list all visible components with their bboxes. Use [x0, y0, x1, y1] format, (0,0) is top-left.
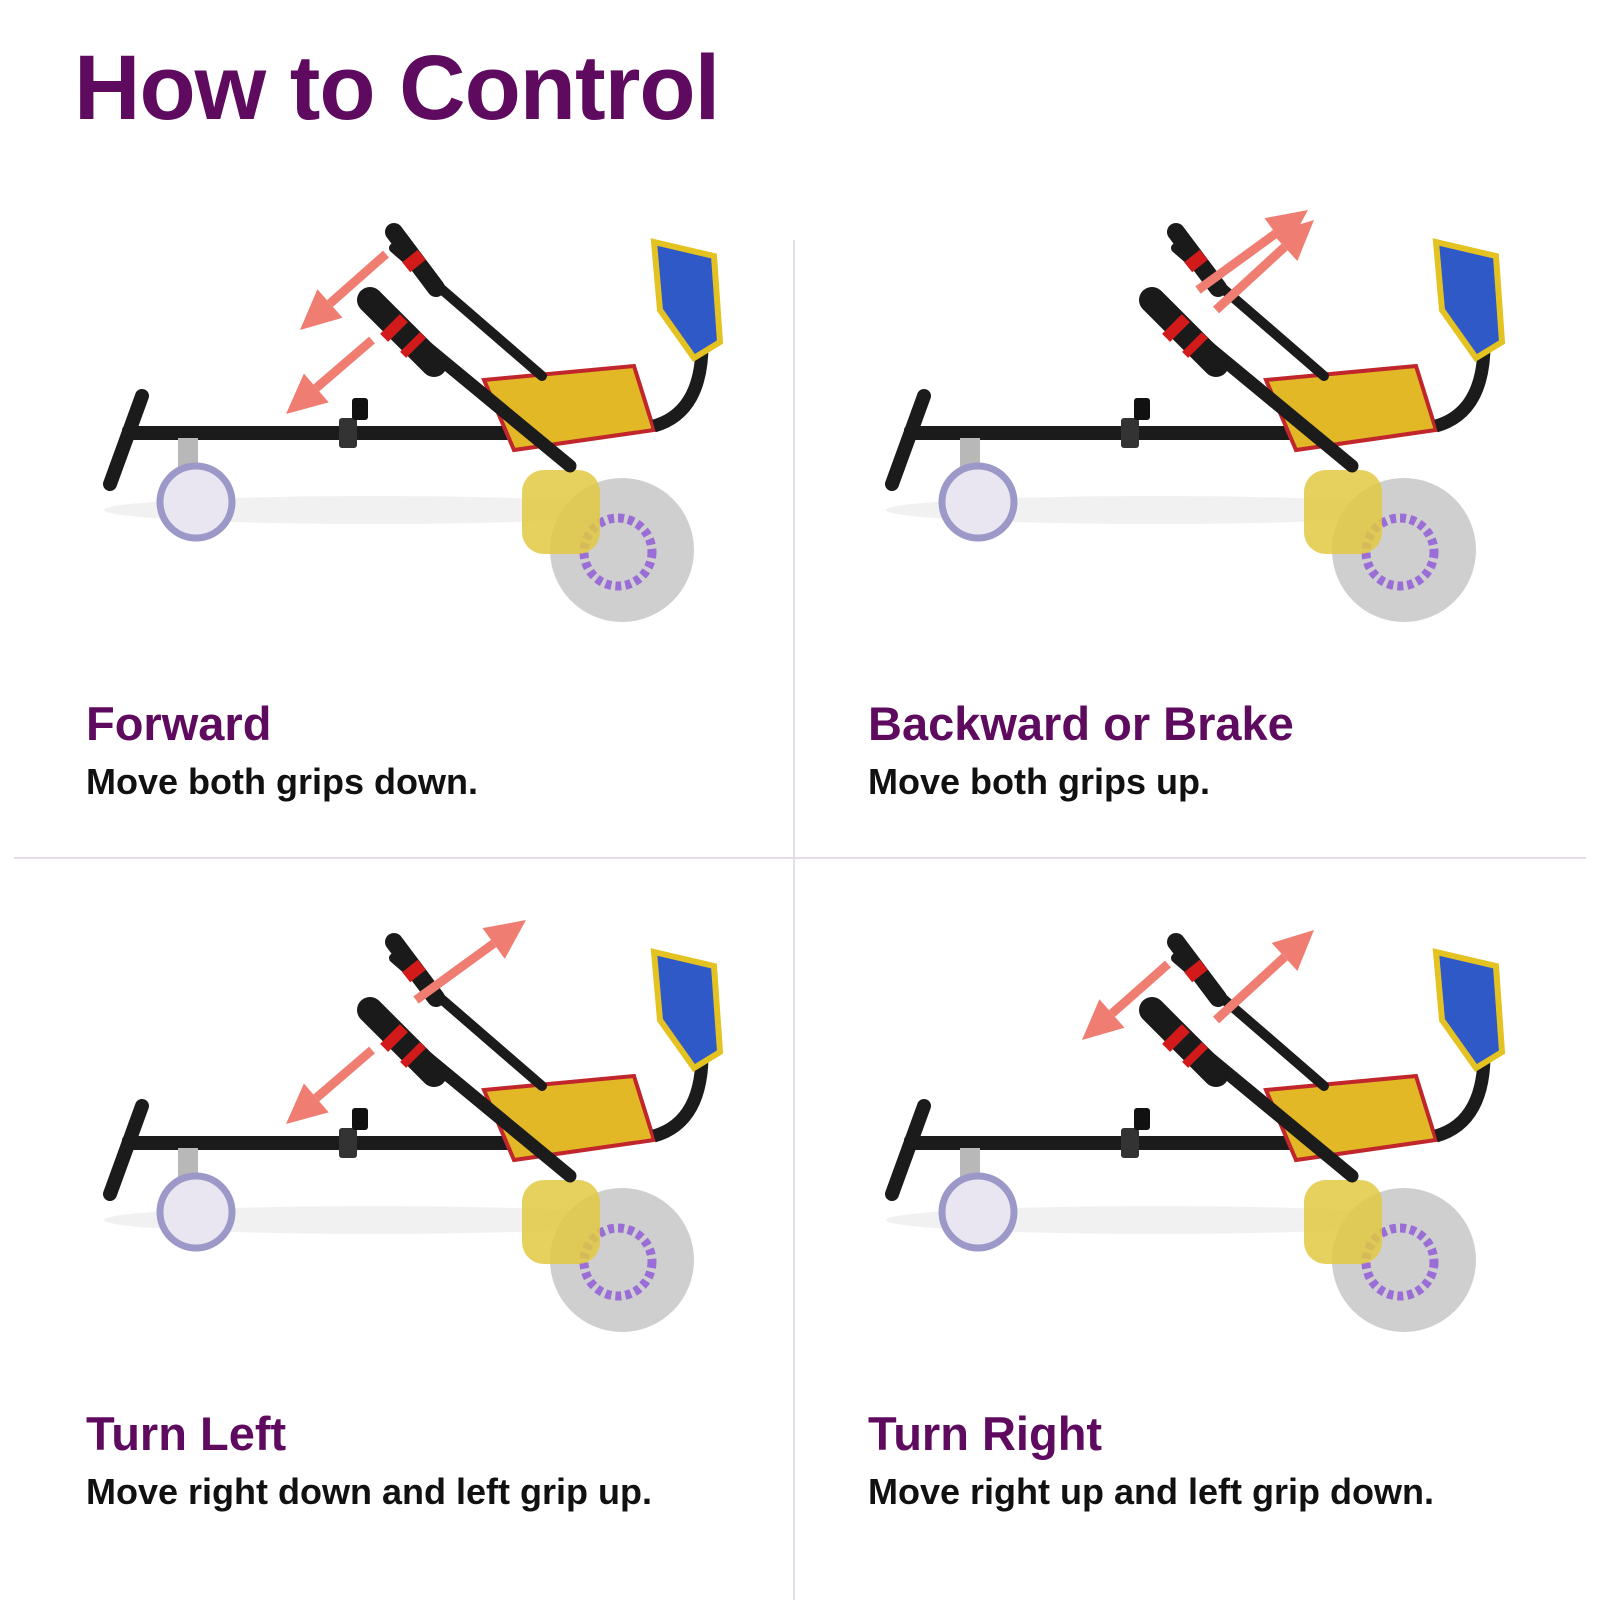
- left-grip-up-arrow-icon: [413, 920, 526, 1004]
- hoverboard-kart-icon: [885, 933, 1506, 1332]
- right-grip-up-arrow-icon: [1212, 930, 1314, 1024]
- panel-heading: Turn Left: [86, 1407, 287, 1460]
- panel-heading: Backward or Brake: [868, 697, 1294, 750]
- kart-illustration: [885, 210, 1506, 622]
- right-grip-down-arrow-icon: [286, 336, 375, 414]
- left-grip-down-arrow-icon: [1082, 960, 1171, 1040]
- hoverboard-kart-icon: [885, 223, 1506, 622]
- left-grip-down-arrow-icon: [300, 250, 389, 330]
- hoverboard-kart-icon: [103, 933, 724, 1332]
- hoverboard-kart-icon: [103, 223, 724, 622]
- panel-description: Move both grips down.: [86, 760, 478, 802]
- vertical-divider: [793, 240, 795, 1600]
- panel-heading: Forward: [86, 697, 272, 750]
- kart-illustration: [103, 920, 724, 1332]
- panel-description: Move right down and left grip up.: [86, 1470, 652, 1512]
- panel-description: Move right up and left grip down.: [868, 1470, 1434, 1512]
- kart-illustration: [885, 930, 1506, 1332]
- panel-description: Move both grips up.: [868, 760, 1210, 802]
- horizontal-divider: [14, 857, 1586, 859]
- page-title: How to Control: [74, 37, 720, 139]
- right-grip-up-arrow-icon: [1212, 220, 1314, 314]
- kart-illustration: [103, 223, 724, 622]
- right-grip-down-arrow-icon: [286, 1046, 375, 1124]
- panel-heading: Turn Right: [868, 1407, 1103, 1460]
